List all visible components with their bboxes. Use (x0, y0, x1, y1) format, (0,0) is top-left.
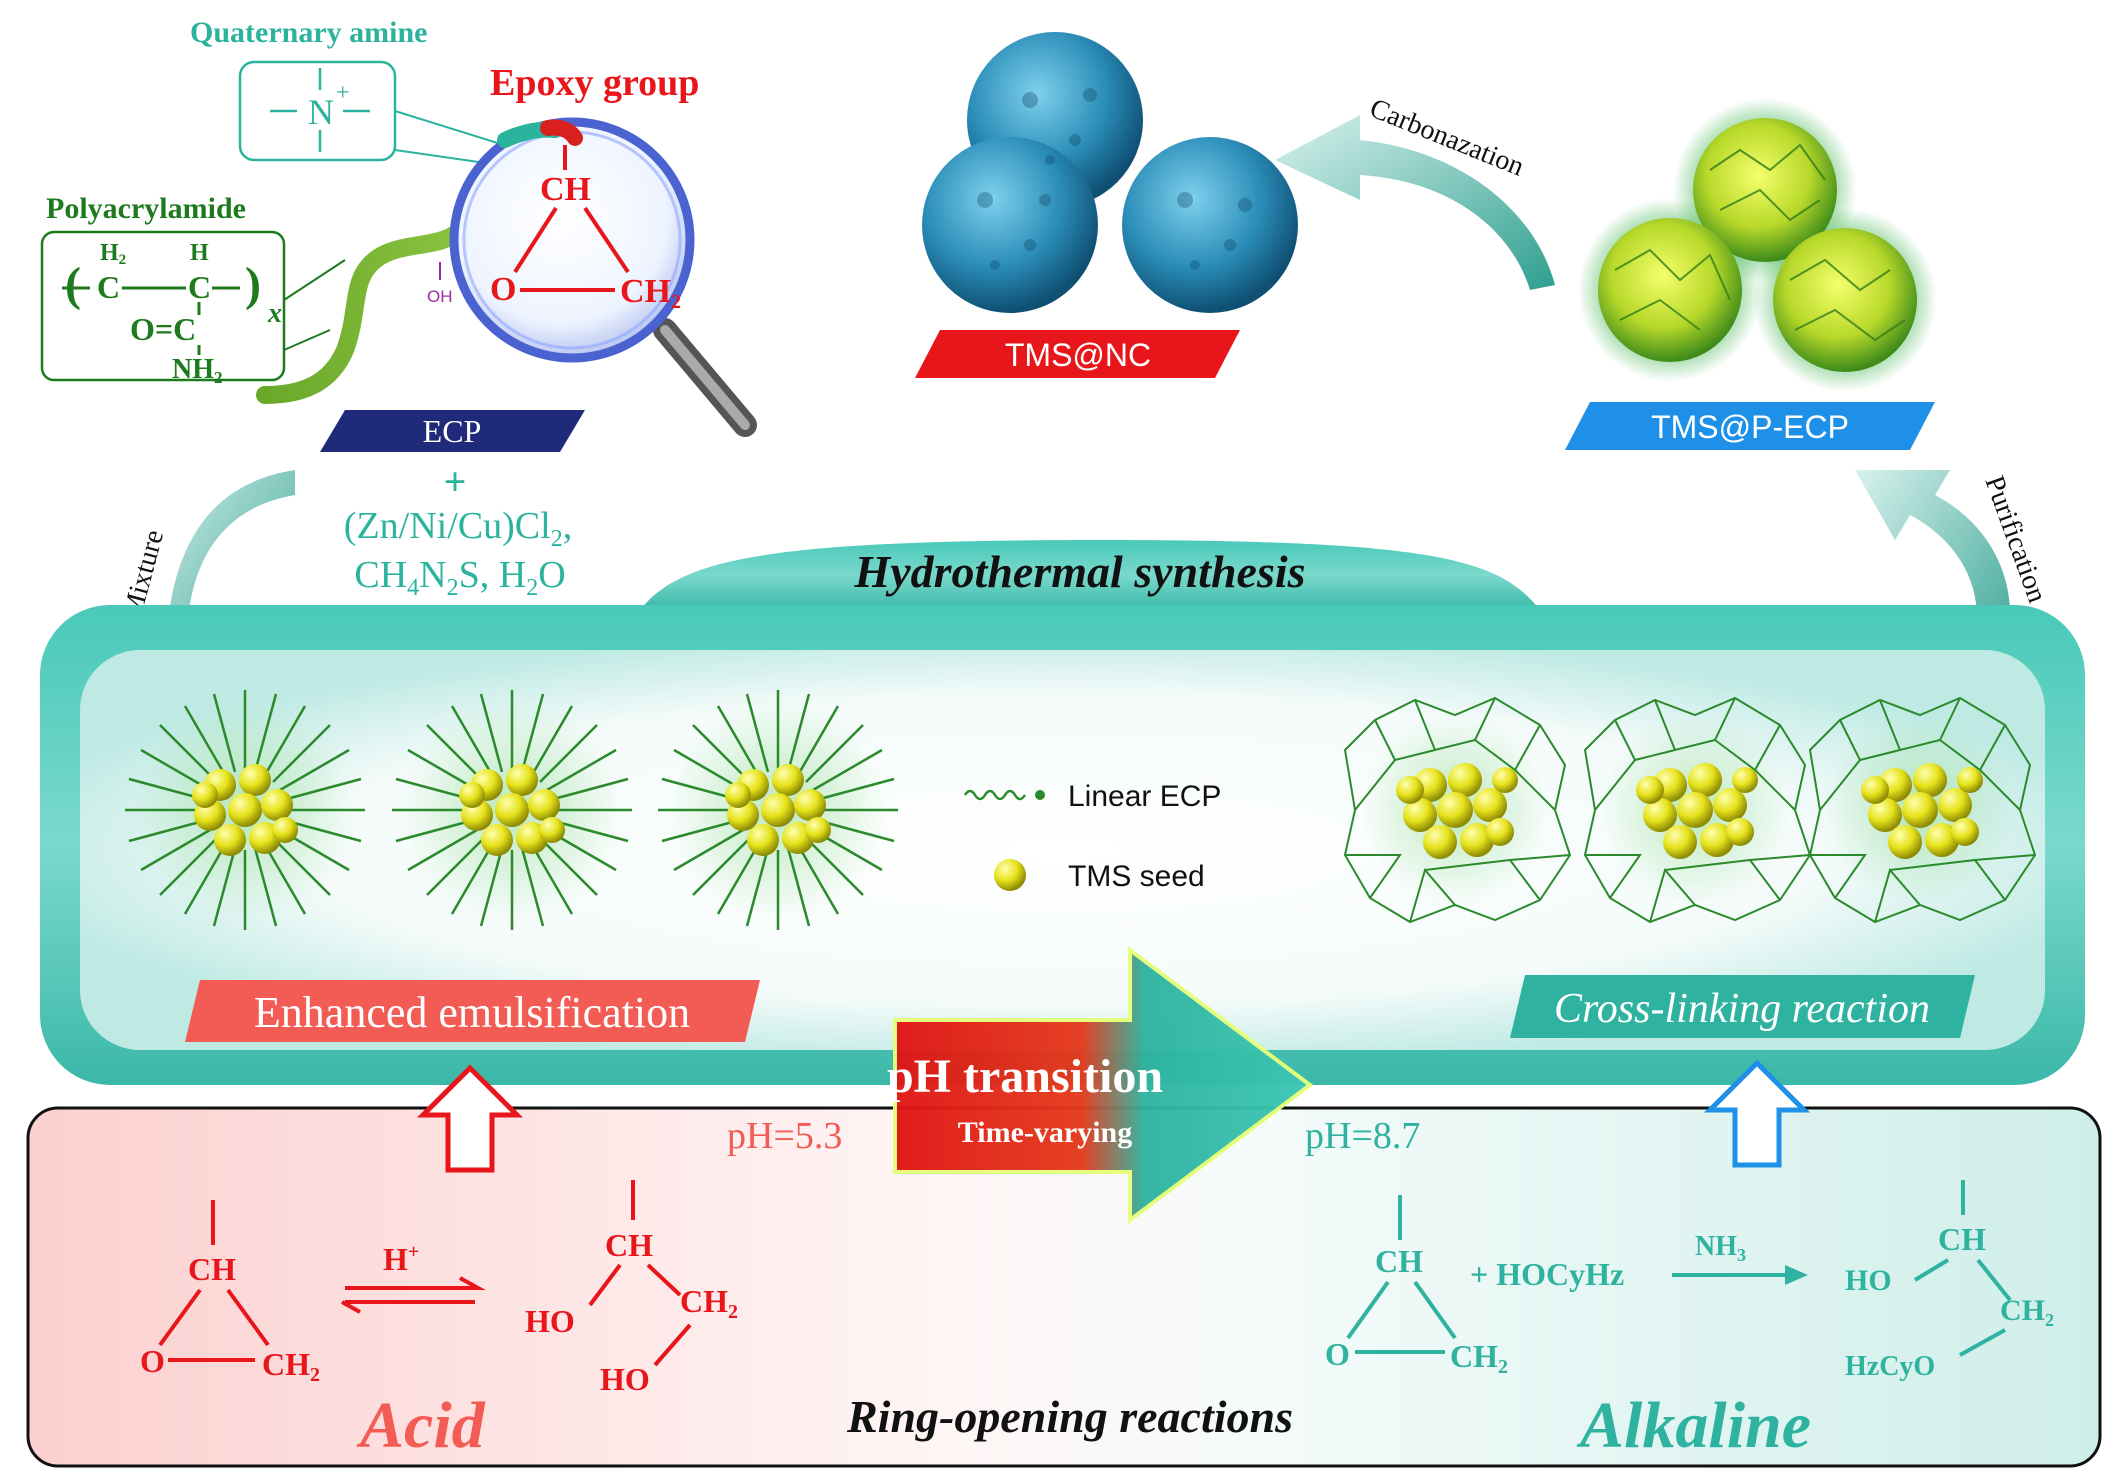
tms-nc-badge (915, 330, 1240, 378)
ecp-badge-text: ECP (423, 413, 482, 449)
acid-reaction: CH O CH2 H+ CH HO CH2 HO (140, 1180, 738, 1397)
svg-text:(: ( (65, 258, 81, 311)
ph-left-label: pH=5.3 (727, 1115, 842, 1157)
legend-tms-seed-icon (994, 859, 1026, 891)
tms-pecp-sphere (1773, 228, 1917, 372)
enhanced-emulsification-text: Enhanced emulsification (254, 988, 690, 1037)
tms-nc-cluster: TMS@NC (915, 32, 1298, 378)
alk-prod-o: HzCyO (1845, 1351, 1935, 1382)
tms-pecp-cluster: TMS@P-ECP (1565, 98, 1937, 450)
tms-nc-badge-text: TMS@NC (1005, 337, 1151, 373)
alk-o: O (1325, 1336, 1350, 1372)
alkaline-up-arrow (1703, 1059, 1811, 1168)
magnifier-lens (449, 117, 695, 363)
reagents-line1: (Zn/Ni/Cu)Cl2, (344, 505, 572, 552)
reagents-line2: CH4N2S, H2O (354, 554, 565, 601)
amine-n: N (308, 92, 334, 132)
tms-pecp-sphere (1598, 218, 1742, 362)
alk-prod-ho: HO (1845, 1264, 1892, 1297)
svg-text:): ) (245, 258, 261, 311)
emulsion-particle (125, 690, 365, 930)
alk-reagent: + HOCyHz (1470, 1256, 1624, 1292)
emulsion-particle (658, 690, 898, 930)
emulsion-particle (392, 690, 632, 930)
alk-catalyst: NH3 (1695, 1231, 1746, 1265)
c1-label: C (97, 269, 120, 305)
tms-nc-sphere (1122, 137, 1298, 313)
epoxide-ch: CH (540, 171, 591, 208)
crosslinked-particle (1808, 696, 2037, 924)
ph-right-label: pH=8.7 (1305, 1115, 1420, 1157)
oh-label: OH (427, 287, 453, 306)
legend-seed-label: TMS seed (1068, 860, 1205, 893)
crosslinked-particle (1343, 696, 1572, 924)
ecp-molecule-illustration: Quaternary amine N + Epoxy group Polyacr… (40, 16, 757, 601)
tms-nc-sphere (922, 137, 1098, 313)
polyacrylamide-label: Polyacrylamide (46, 192, 246, 225)
alk-ch2: CH2 (1450, 1338, 1508, 1378)
repeat-x: x (267, 298, 282, 329)
plus-sign: + (444, 459, 467, 504)
quaternary-amine-label: Quaternary amine (190, 16, 427, 49)
epoxide-ch2: CH2 (620, 273, 681, 313)
alkaline-label: Alkaline (1576, 1389, 1811, 1462)
carbonazation-arrow: Carbonazation (1275, 93, 1555, 290)
acid-prod-ho2: HO (600, 1361, 650, 1397)
acid-prod-ch: CH (605, 1227, 653, 1263)
ph-transition-subtitle: Time-varying (958, 1116, 1132, 1149)
enhanced-emulsification-banner (185, 980, 760, 1042)
alk-ch: CH (1375, 1243, 1423, 1279)
acid-up-arrow (416, 1064, 524, 1173)
legend-linear-ecp-icon (963, 789, 1027, 801)
ring-opening-title: Ring-opening reactions (846, 1391, 1293, 1442)
c2-label: C (188, 269, 211, 305)
nh2-label: NH2 (172, 354, 223, 387)
epoxy-group-label: Epoxy group (490, 62, 699, 104)
ph-transition-title: pH transition (887, 1050, 1163, 1103)
acid-prod-ho1: HO (525, 1303, 575, 1339)
acid-ch2: CH2 (262, 1346, 320, 1386)
ecp-badge (320, 410, 585, 452)
polyacrylamide-box (40, 230, 286, 382)
o-eq-c-label: O=C (130, 311, 196, 347)
legend-linear-label: Linear ECP (1068, 780, 1221, 813)
tms-pecp-badge-text: TMS@P-ECP (1651, 409, 1849, 445)
alk-prod-ch2: CH2 (2000, 1294, 2054, 1330)
h2-label: H2 (100, 240, 126, 268)
reactor-title: Hydrothermal synthesis (853, 546, 1305, 597)
epoxide-o: O (490, 271, 516, 308)
tms-pecp-badge (1565, 402, 1935, 450)
acid-prod-ch2: CH2 (680, 1283, 738, 1323)
alk-prod-ch: CH (1938, 1221, 1986, 1257)
crosslinked-particles (1343, 696, 2037, 924)
acid-label: Acid (356, 1389, 486, 1462)
cross-linking-banner (1510, 975, 1975, 1038)
acid-o: O (140, 1343, 165, 1379)
polyacrylamide-structure: ( ) x H2 H C C O=C NH2 (62, 240, 282, 387)
cross-linking-text: Cross-linking reaction (1554, 986, 1930, 1032)
emulsion-particles (125, 690, 898, 930)
h-label: H (190, 240, 209, 266)
acid-catalyst: H+ (383, 1241, 419, 1277)
alkaline-reaction: CH O CH2 + HOCyHz NH3 CH HO CH2 HzCyO (1325, 1180, 2054, 1382)
ph-transition-arrow: pH transition Time-varying (887, 946, 1314, 1224)
magnifier: CH O CH2 (449, 117, 757, 437)
amine-charge: + (336, 80, 350, 106)
crosslinked-particle (1583, 696, 1812, 924)
tms-pecp-sphere (1693, 118, 1837, 262)
legend: Linear ECP TMS seed (963, 780, 1221, 893)
acid-ch: CH (188, 1251, 236, 1287)
